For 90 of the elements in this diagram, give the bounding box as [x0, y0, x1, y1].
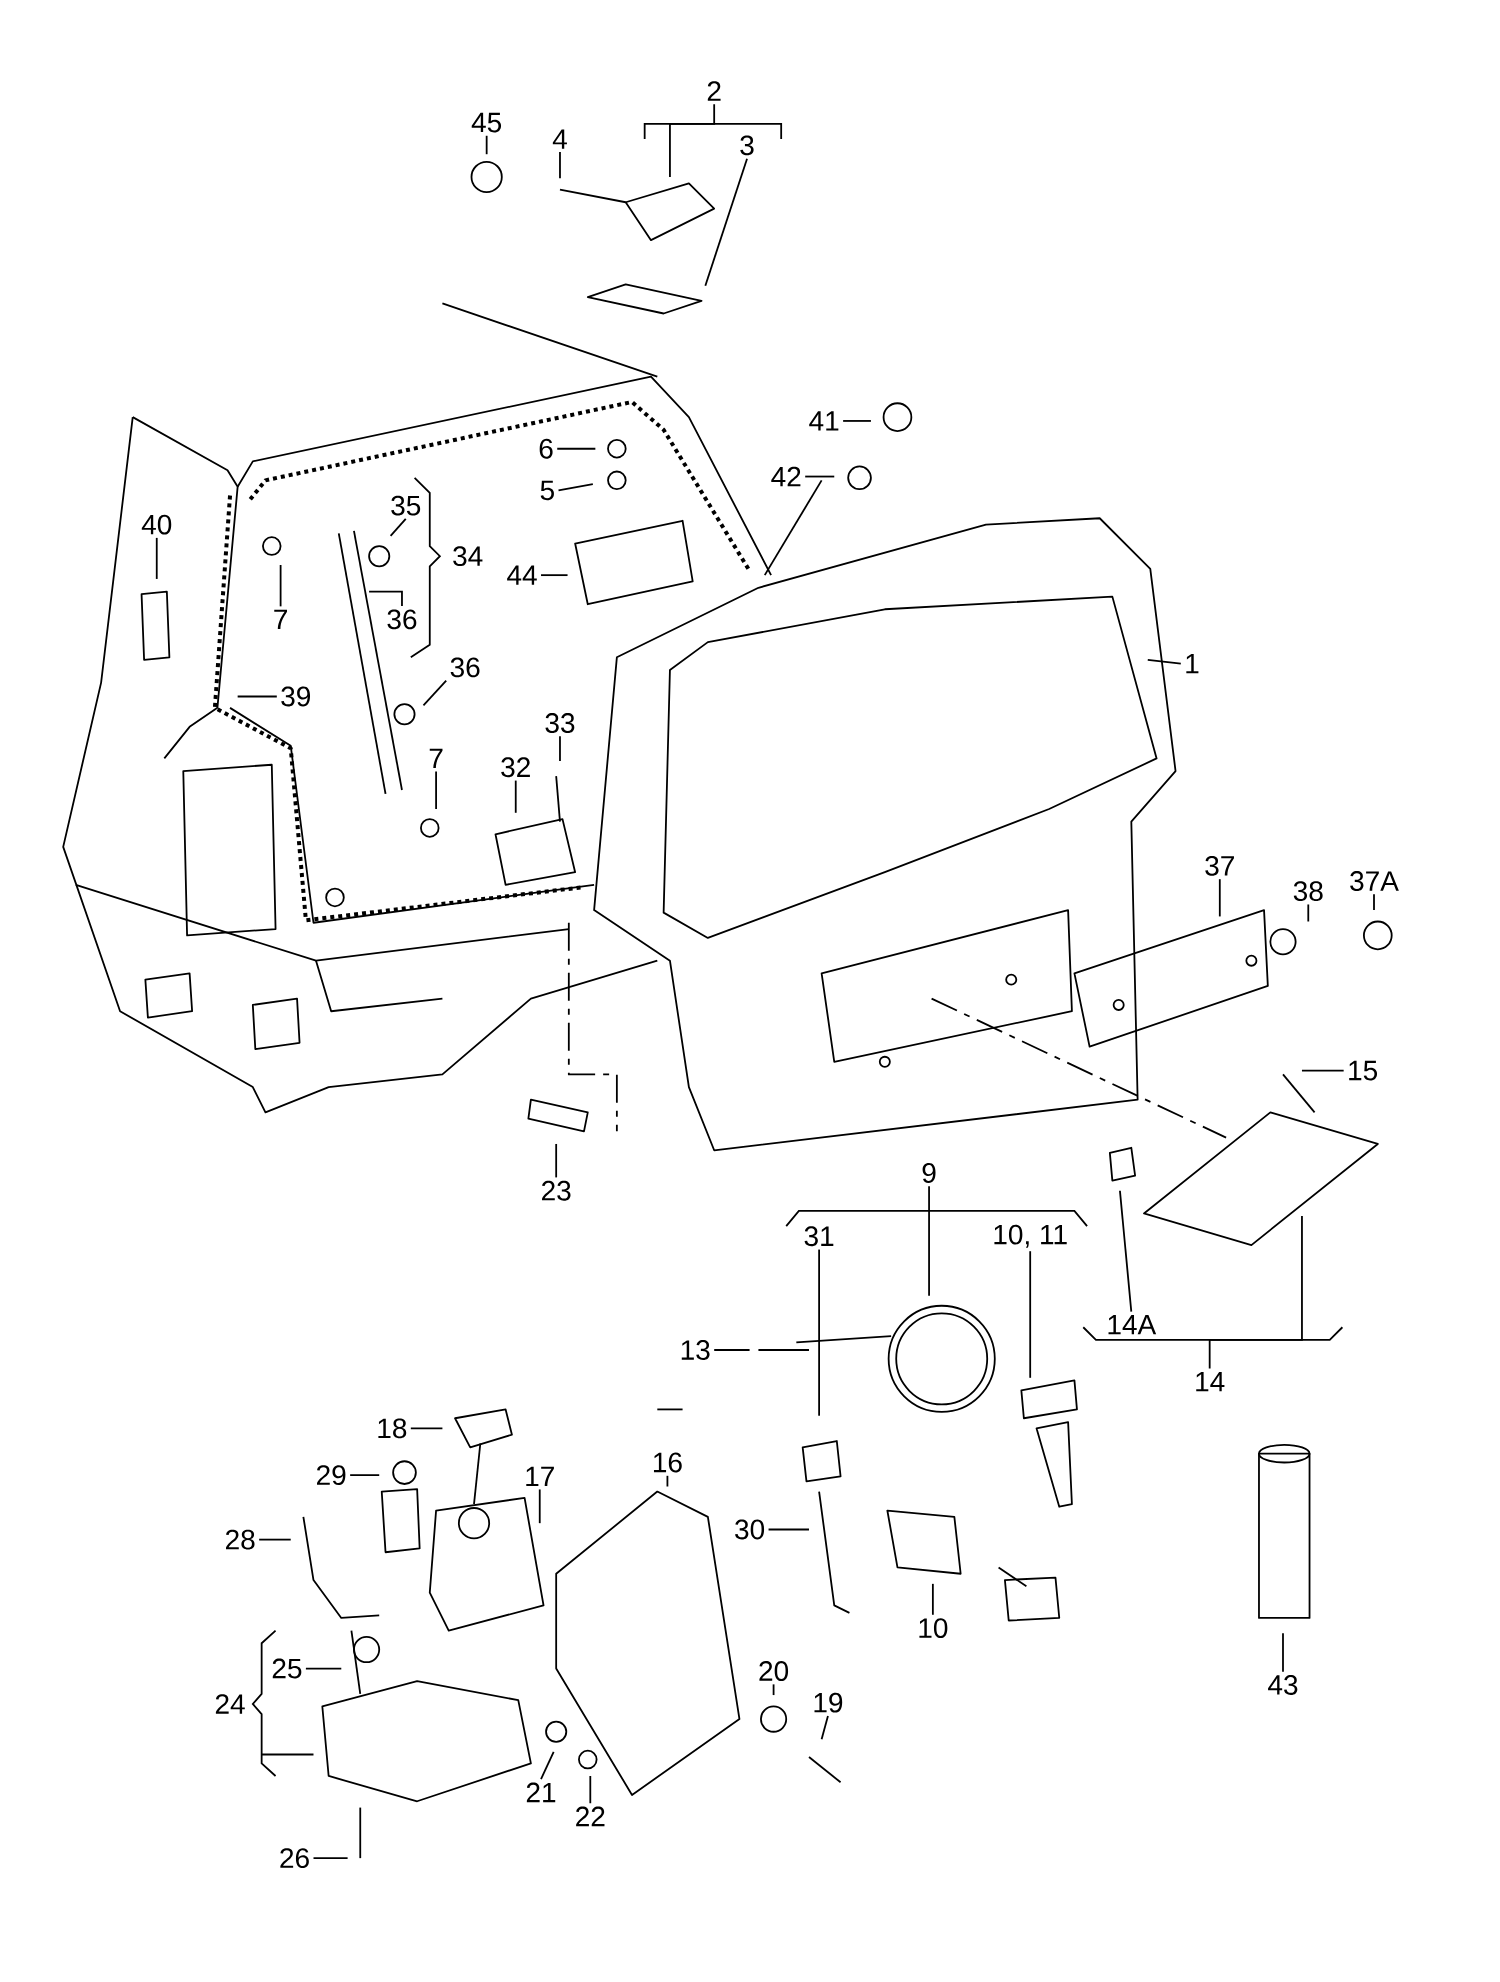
callout-number: 36 — [450, 657, 480, 678]
callout-number: 39 — [281, 686, 310, 707]
callout-number: 43 — [1267, 1675, 1298, 1695]
leader-line — [704, 157, 748, 287]
leader-line — [820, 1715, 829, 1741]
callout-number: 7 — [429, 748, 443, 769]
leader-line — [767, 1528, 810, 1531]
leader-line — [422, 679, 447, 707]
callout-number: 42 — [771, 466, 801, 487]
leader-line — [409, 1427, 444, 1430]
leader-line — [485, 134, 488, 156]
callout-number: 32 — [501, 757, 530, 778]
callout-number: 18 — [378, 1418, 407, 1439]
callout-number: 33 — [545, 713, 575, 733]
callout-number: 31 — [804, 1226, 834, 1247]
callout-number: 37 — [1205, 855, 1234, 876]
callout-number: 1 — [1186, 654, 1199, 674]
callout-number: 45 — [471, 112, 501, 133]
callout-number: 5 — [540, 480, 554, 501]
callout-number: 36 — [387, 609, 417, 630]
callout-number: 14 — [1196, 1372, 1225, 1392]
callout-number: 35 — [391, 495, 420, 516]
leader-line — [556, 447, 597, 450]
leader-line — [312, 1857, 349, 1860]
callout-number: 21 — [526, 1782, 556, 1803]
callout-number: 2 — [707, 81, 721, 101]
leader-line — [1146, 658, 1182, 665]
leader-line — [279, 564, 282, 608]
leader-line — [539, 1751, 555, 1781]
leader-line — [435, 770, 437, 810]
leader-line — [538, 1488, 541, 1525]
callout-number: 17 — [526, 1466, 554, 1487]
callout-number: 34 — [453, 546, 483, 567]
leader-line — [368, 590, 403, 607]
callout-number: 15 — [1349, 1060, 1377, 1081]
leader-line — [558, 151, 561, 180]
leader-line — [589, 1775, 591, 1805]
callout-number: 10 — [919, 1618, 948, 1638]
leader-line — [1029, 1250, 1031, 1379]
callout-number: 44 — [506, 565, 537, 585]
callout-number: 4 — [552, 129, 567, 149]
callout-number: 20 — [759, 1661, 788, 1681]
leader-line — [818, 1248, 820, 1417]
leader-line — [1307, 903, 1309, 923]
callout-number: 26 — [280, 1848, 309, 1869]
leader-line — [557, 483, 594, 492]
callout-number: 25 — [272, 1658, 302, 1679]
callout-number: 3 — [740, 135, 754, 156]
callout-number: 28 — [225, 1529, 255, 1550]
leader-line — [1300, 1069, 1345, 1072]
callout-number: 38 — [1293, 881, 1323, 902]
callout-number: 6 — [539, 438, 553, 459]
callout-number: 7 — [274, 609, 287, 629]
callout-number: 41 — [809, 411, 839, 431]
leader-line — [236, 695, 278, 698]
leader-line — [928, 1185, 930, 1297]
callout-number: 9 — [922, 1163, 936, 1183]
leader-line — [1118, 1189, 1133, 1313]
leader-line — [258, 1538, 292, 1541]
leader-line — [1208, 1215, 1303, 1370]
leader-line — [304, 1667, 342, 1670]
callout-number: 24 — [215, 1694, 245, 1714]
leader-line — [713, 1349, 751, 1351]
leader-line — [666, 1474, 669, 1488]
leader-line — [1218, 878, 1221, 918]
leader-line — [155, 537, 158, 580]
leader-line — [772, 1683, 775, 1696]
callout-number: 10, 11 — [994, 1224, 1067, 1248]
callout-number: 14A — [1108, 1315, 1156, 1335]
leader-line — [555, 1143, 557, 1179]
callout-number: 30 — [734, 1519, 764, 1540]
callout-number: 29 — [316, 1465, 346, 1486]
leader-line — [349, 1474, 380, 1477]
leader-line — [558, 735, 561, 762]
leader-line — [539, 574, 569, 577]
leader-line — [842, 420, 872, 422]
leader-line — [389, 518, 407, 537]
leader-line — [668, 103, 715, 178]
callout-number: 16 — [653, 1452, 682, 1473]
leader-line — [1372, 893, 1375, 911]
callout-number: 19 — [814, 1692, 842, 1713]
callout-number: 23 — [541, 1180, 571, 1201]
leader-line — [1281, 1632, 1284, 1673]
callout-number: 22 — [575, 1806, 605, 1827]
leader-line — [514, 779, 517, 814]
leader-line — [931, 1582, 934, 1616]
leader-line — [804, 475, 835, 478]
callout-number: 37A — [1349, 871, 1399, 891]
callout-number: 40 — [141, 514, 172, 535]
callout-number: 13 — [681, 1340, 710, 1360]
